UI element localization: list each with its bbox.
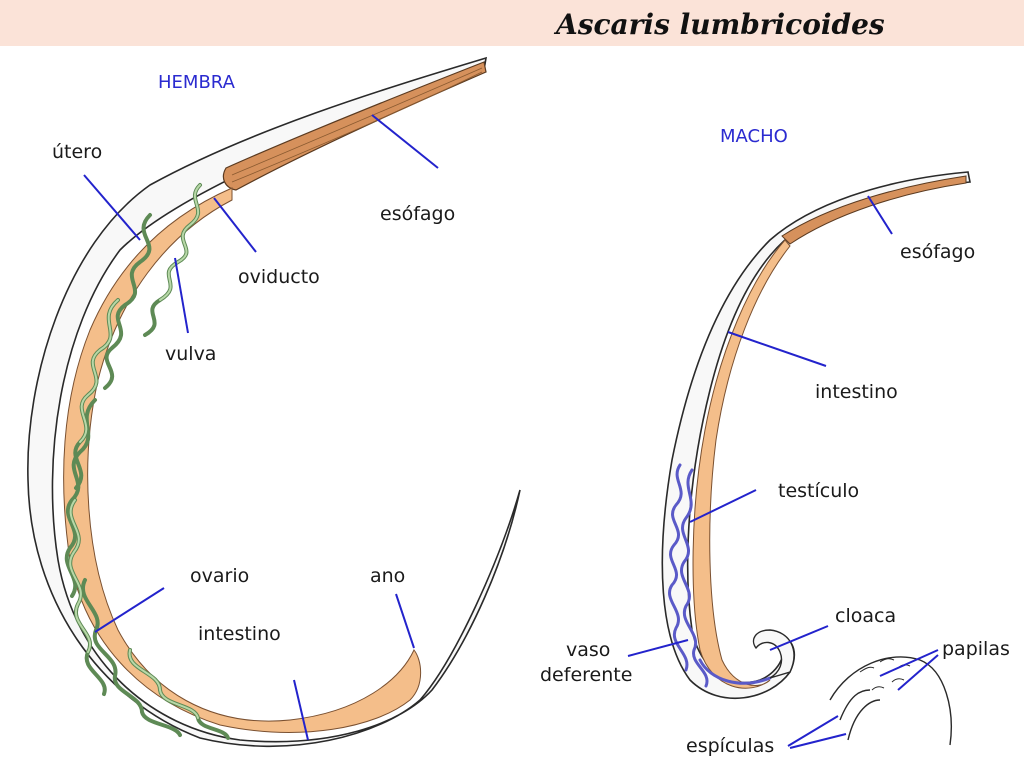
label-vaso-deferente-line2: deferente (540, 664, 632, 686)
title-band (0, 0, 1024, 46)
label-utero: útero (52, 141, 102, 163)
leader-espiculas-2 (789, 733, 847, 749)
label-oviducto: oviducto (238, 266, 320, 288)
leader-esofago-male (867, 195, 893, 235)
label-vulva: vulva (165, 343, 216, 365)
male-intestine (692, 239, 791, 689)
female-esophagus (222, 61, 487, 191)
spicule-detail (829, 656, 952, 746)
label-testiculo: testículo (778, 480, 859, 502)
label-ano: ano (370, 565, 405, 587)
leader-cloaca (769, 625, 829, 651)
label-vaso-deferente-line1: vaso (566, 639, 610, 661)
female-esophagus-stripes (231, 67, 483, 183)
label-esofago-female: esófago (380, 203, 455, 225)
leader-intestino-female (293, 679, 309, 741)
leader-vulva (174, 257, 189, 334)
leader-papilas-1 (879, 649, 939, 677)
female-ovary-highlight (69, 184, 201, 719)
leader-esofago-female (371, 114, 439, 169)
leader-utero (83, 174, 141, 241)
leader-intestino-male (727, 331, 827, 367)
male-worm (661, 171, 971, 700)
label-cloaca: cloaca (835, 605, 896, 627)
male-esophagus (781, 175, 967, 245)
female-body (27, 56, 521, 748)
leader-papilas-2 (897, 654, 939, 691)
female-heading: HEMBRA (158, 72, 236, 93)
female-intestine (63, 187, 422, 733)
male-heading: MACHO (720, 126, 788, 147)
label-ovario: ovario (190, 565, 249, 587)
page-title: Ascaris lumbricoides (556, 8, 885, 41)
leader-espiculas-1 (787, 715, 839, 747)
leader-vaso-deferente (627, 639, 689, 657)
label-papilas: papilas (942, 638, 1010, 660)
leader-oviducto (213, 197, 257, 253)
label-intestino-female: intestino (198, 623, 281, 645)
leader-ano (395, 593, 415, 649)
label-esofago-male: esófago (900, 241, 975, 263)
leader-ovario (94, 587, 165, 633)
leader-testiculo (689, 489, 757, 523)
male-tail-hook (752, 629, 795, 679)
female-worm (27, 56, 521, 748)
male-testis-coils (668, 463, 772, 688)
label-espiculas: espículas (686, 735, 774, 757)
label-intestino-male: intestino (815, 381, 898, 403)
